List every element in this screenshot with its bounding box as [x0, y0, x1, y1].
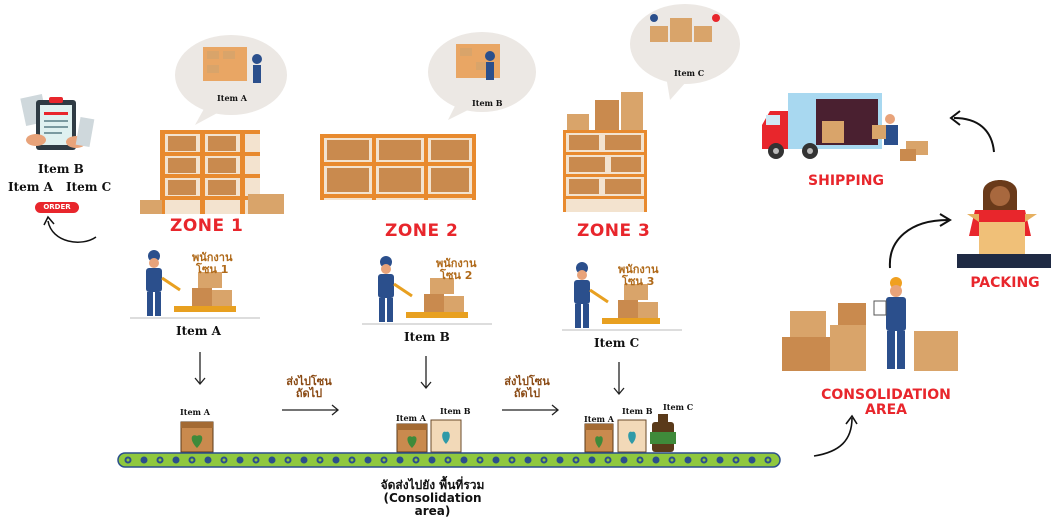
curved-arrow-to-packing-icon — [888, 213, 952, 269]
staff-label: พนักงานโซน 2 — [436, 257, 477, 282]
down-arrow-icon — [420, 356, 432, 390]
order-clipboard-icon — [20, 94, 95, 150]
zone-1-title: ZONE 1 — [170, 216, 244, 236]
zone-2-thought-bubble: Item B — [428, 32, 536, 120]
conveyor-caption: จัดส่งไปยัง พื้นที่รวม (Consolidation ar… — [380, 478, 485, 518]
order-section: Item B Item A Item C ORDER — [8, 90, 112, 250]
box-label-b: Item B — [622, 406, 653, 416]
zone-3-title: ZONE 3 — [577, 221, 651, 241]
zone-2-shelf-icon — [320, 134, 476, 200]
zone-1-staff: พนักงานโซน 1 Item A — [130, 250, 260, 340]
zone-2-staff: พนักงานโซน 2 Item B — [362, 256, 492, 346]
order-item-b: Item B — [38, 162, 84, 176]
consolidation-area-icon — [782, 277, 958, 371]
right-arrow-icon — [502, 404, 560, 416]
zone-1-shelf-icon — [140, 130, 284, 214]
down-arrow-icon — [613, 362, 625, 396]
order-badge: ORDER — [35, 202, 79, 213]
staff-item-label: Item B — [404, 330, 450, 344]
staff-label: พนักงานโซน 3 — [618, 263, 659, 288]
right-arrow-icon — [282, 404, 340, 416]
next-zone-label-2: ส่งไปโซนถัดไป — [504, 375, 550, 400]
zone-2-title: ZONE 2 — [385, 221, 459, 241]
box-label-c: Item C — [663, 402, 694, 412]
shipping-truck-icon — [762, 93, 928, 161]
bubble-item-label: Item A — [217, 93, 247, 103]
staff-item-label: Item C — [594, 336, 640, 350]
bubble-item-label: Item C — [674, 68, 705, 78]
bubble-shape — [175, 35, 287, 125]
bubble-shape — [428, 32, 536, 120]
zone-1-thought-bubble: Item A — [175, 35, 287, 125]
box-label-b: Item B — [440, 406, 471, 416]
down-arrow-icon — [194, 352, 206, 386]
shipping-title: SHIPPING — [808, 173, 884, 189]
curved-arrow-icon — [43, 215, 97, 243]
packing-icon — [957, 180, 1051, 268]
staff-item-label: Item A — [176, 324, 221, 338]
worker-pallet-jack-icon — [562, 262, 682, 331]
packing-title: PACKING — [970, 275, 1040, 291]
curved-up-arrow-icon — [813, 414, 858, 457]
box-label-a: Item A — [584, 414, 614, 424]
bubble-shape — [630, 4, 740, 100]
box-label-a: Item A — [180, 407, 210, 417]
next-zone-label-1: ส่งไปโซนถัดไป — [286, 375, 332, 400]
order-item-a: Item A — [8, 180, 53, 194]
box-label-a: Item A — [396, 413, 426, 423]
conveyor-belt — [117, 452, 781, 468]
curved-arrow-to-shipping-icon — [949, 110, 995, 153]
order-item-c: Item C — [66, 180, 112, 194]
zone-3-thought-bubble: Item C — [630, 4, 740, 100]
staff-label: พนักงานโซน 1 — [192, 251, 233, 276]
boxes-abc-icon — [584, 414, 676, 453]
box-a-icon — [180, 421, 214, 453]
worker-pallet-jack-icon — [130, 250, 260, 319]
bubble-item-label: Item B — [472, 98, 503, 108]
worker-pallet-jack-icon — [362, 256, 492, 325]
zone-3-shelf-icon — [563, 92, 647, 212]
boxes-ab-icon — [396, 419, 462, 453]
zone-3-staff: พนักงานโซน 3 Item C — [562, 262, 682, 352]
